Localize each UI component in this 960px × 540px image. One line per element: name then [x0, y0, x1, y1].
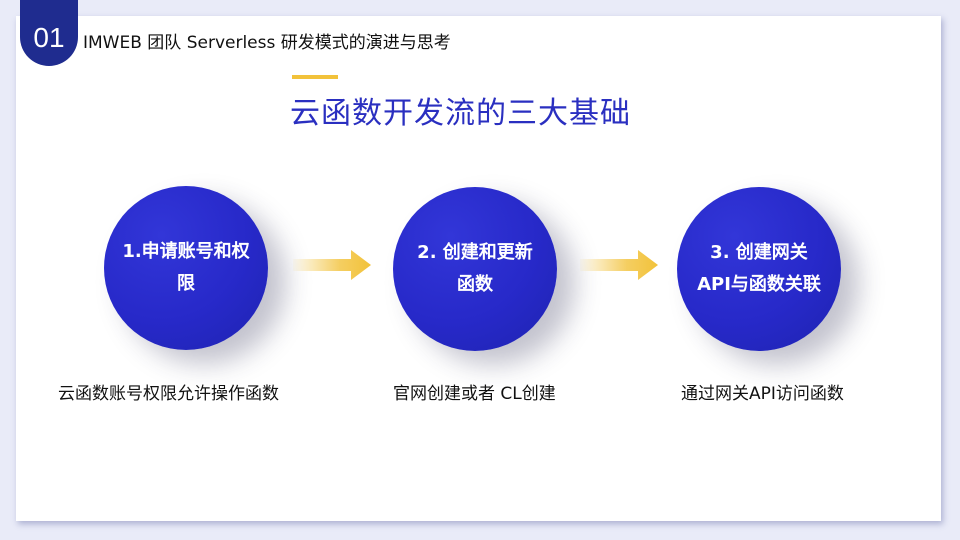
step-1-circle: 1.申请账号和权限 — [104, 186, 268, 350]
step-2-caption: 官网创建或者 CL创建 — [393, 384, 556, 404]
section-number-badge: 01 — [20, 0, 78, 66]
step-3-label: 3. 创建网关API与函数关联 — [697, 242, 821, 295]
step-1-caption: 云函数账号权限允许操作函数 — [58, 384, 279, 404]
step-2-circle: 2. 创建和更新函数 — [393, 187, 557, 351]
step-3-circle: 3. 创建网关API与函数关联 — [677, 187, 841, 351]
title-accent-bar — [292, 75, 338, 79]
header-title: IMWEB 团队 Serverless 研发模式的演进与思考 — [83, 33, 451, 53]
page-title: 云函数开发流的三大基础 — [290, 96, 631, 131]
arrow-right-icon — [580, 250, 658, 280]
step-1-label: 1.申请账号和权限 — [122, 241, 250, 294]
step-2-label: 2. 创建和更新函数 — [417, 242, 533, 295]
arrow-right-icon — [293, 250, 371, 280]
step-3-caption: 通过网关API访问函数 — [681, 384, 844, 404]
